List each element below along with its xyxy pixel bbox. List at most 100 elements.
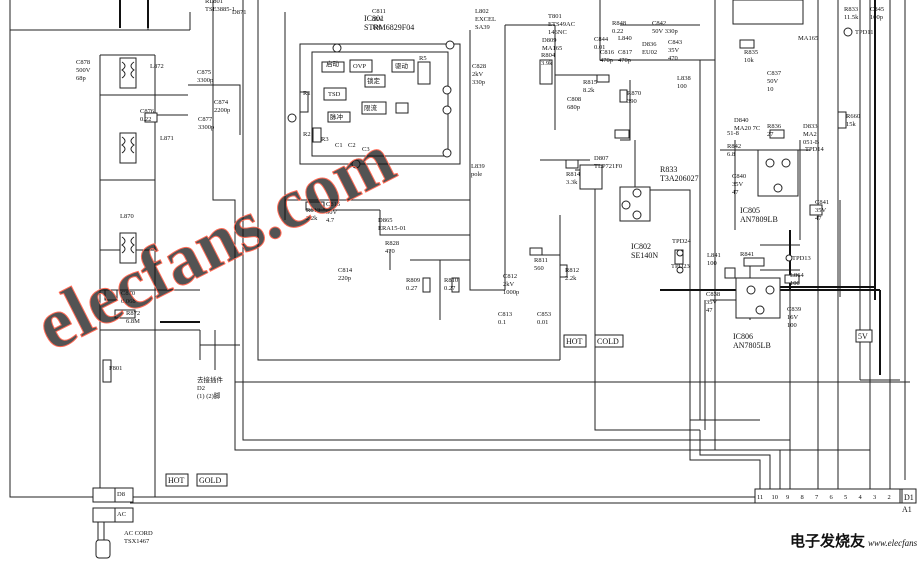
component-label: MA165 <box>542 45 562 52</box>
component-label: 27 <box>767 131 774 138</box>
component-label: 0.068 <box>121 298 136 305</box>
component-label: 100 <box>790 280 800 287</box>
component-label: C878 <box>76 59 90 66</box>
component-label: R811 <box>534 257 548 264</box>
component-label: C828 <box>472 63 486 70</box>
component-label: 3300p <box>198 124 214 131</box>
connector-pin-label: 8 <box>801 494 804 501</box>
component-label: 50V 330p <box>652 28 678 35</box>
component-label: R813 <box>306 207 320 214</box>
component-label: 2.2k <box>565 275 577 282</box>
component-label: C817 <box>618 49 633 56</box>
component-label: 68p <box>76 75 86 82</box>
component-label: C837 <box>767 70 782 77</box>
tag-label: D1 <box>904 493 914 502</box>
component-label: 0.22 <box>612 28 623 35</box>
component-label: D2 <box>197 385 205 392</box>
component-label: 390 <box>627 98 637 105</box>
ic801-block-label: 锁定 <box>367 76 381 85</box>
component-label: 0.27 <box>406 285 418 292</box>
component-label: R870 <box>627 90 641 97</box>
component-label: 10k <box>744 57 755 64</box>
ic-label: IC802 <box>631 242 651 251</box>
component-label: R833 <box>844 6 858 13</box>
label-layer: C878500V68pL872C8753300pC8760.22C8742200… <box>76 0 884 545</box>
connector-pin-label: 2 <box>888 494 891 501</box>
connector-name: A1 <box>902 505 912 514</box>
ic-label: IC801 <box>364 14 384 23</box>
ic-label: T3A206027 <box>660 174 699 183</box>
component-label: C812 <box>503 273 517 280</box>
component-label: TPD24 <box>672 238 692 245</box>
component-label: 100 <box>707 260 717 267</box>
tag-box <box>594 334 624 348</box>
component-label: 051-B <box>803 139 820 146</box>
component-label: TSE3885-1 <box>205 6 235 13</box>
ic801-module <box>287 40 461 169</box>
tag-box <box>196 473 228 487</box>
component-label: C845 <box>870 6 884 13</box>
component-label: C877 <box>198 116 213 123</box>
ic801-block-label: 启动 <box>326 59 340 68</box>
component-label: D807 <box>594 155 609 162</box>
component-label: L864 <box>790 272 804 279</box>
component-label: R2 <box>303 131 311 138</box>
component-label: C870 <box>121 290 135 297</box>
component-label: R809 <box>406 277 420 284</box>
component-label: C1 <box>335 142 343 149</box>
component-label: RL801 <box>205 0 223 5</box>
component-label: R1 <box>303 90 311 97</box>
component-label: L870 <box>120 213 134 220</box>
connector-pin-label: 3 <box>873 494 876 501</box>
component-label: L839 <box>471 163 485 170</box>
watermark-text: elecfans.com <box>23 118 407 366</box>
tag-box <box>563 334 587 348</box>
component-label: R848 <box>612 20 626 27</box>
component-label: 11.5k <box>844 14 859 21</box>
tag-label: 5V <box>858 332 868 341</box>
connector-pin-label: 9 <box>786 494 789 501</box>
component-label: R812 <box>565 267 579 274</box>
component-label: L838 <box>677 75 691 82</box>
component-label: 146NC <box>548 29 567 36</box>
component-label: 560 <box>534 265 544 272</box>
connector-a1 <box>754 488 917 504</box>
component-bodies <box>305 0 853 319</box>
component-label: C811 <box>372 8 386 15</box>
component-label: TSX1467 <box>124 538 150 545</box>
component-label: 2kV <box>503 281 515 288</box>
component-label: 100 <box>677 83 687 90</box>
ic801-block-label: 限流 <box>364 103 378 112</box>
tag-label: HOT <box>566 337 583 346</box>
tag-box <box>165 473 189 487</box>
component-label: 0.22 <box>140 116 151 123</box>
component-label: 470p <box>618 57 631 64</box>
component-label: 47 <box>815 215 822 222</box>
component-label: L872 <box>150 63 164 70</box>
component-label: 35V <box>372 16 384 23</box>
ic-label: STRM6829F04 <box>364 23 414 32</box>
ac-plugs <box>92 487 134 559</box>
connector-pin-label: 11 <box>757 494 763 501</box>
component-label: R841 <box>740 251 754 258</box>
component-label: TPD11 <box>855 29 874 36</box>
component-label: 2.2k <box>306 215 318 222</box>
component-label: R872 <box>126 310 140 317</box>
component-label: R814 <box>566 171 581 178</box>
component-label: C876 <box>140 108 155 115</box>
ic801-block-label: 脉冲 <box>330 112 344 121</box>
component-label: R836 <box>767 123 782 130</box>
connector-pin-label: 4 <box>859 494 863 501</box>
component-label: pole <box>471 171 482 178</box>
component-label: TPD13 <box>792 255 811 262</box>
component-label: C808 <box>567 96 581 103</box>
component-label: 2200p <box>214 107 230 114</box>
ic-label: AN7805LB <box>733 341 771 350</box>
connector-pin-label: 10 <box>772 494 779 501</box>
component-label: R815 <box>583 79 597 86</box>
line-filter <box>102 57 158 383</box>
component-label: TPD23 <box>671 263 690 270</box>
connector-pin-label: 5 <box>844 494 847 501</box>
